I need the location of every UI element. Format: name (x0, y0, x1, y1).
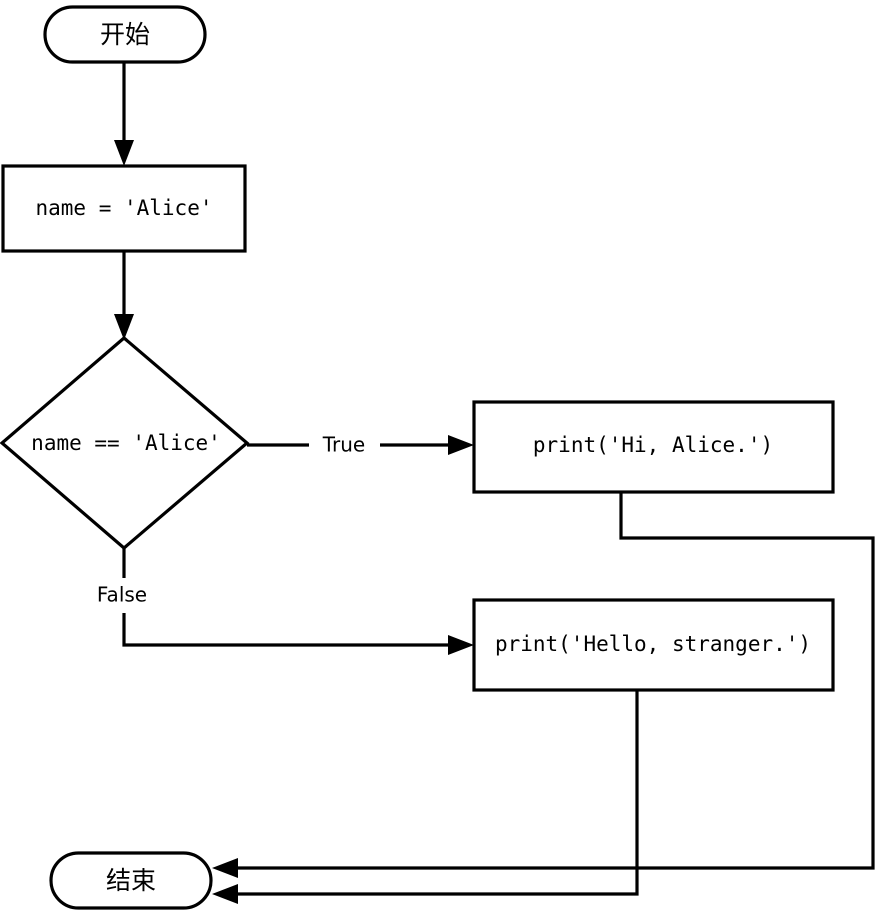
node-print-hello-label: print('Hello, stranger.') (495, 632, 811, 656)
node-print-hi-shape (472, 400, 835, 494)
edge-decision-to-print-hello: False (97, 548, 474, 655)
edge-label-true: True (322, 433, 365, 457)
edge-print-hello-to-end (212, 690, 639, 904)
node-print-hello-shape (472, 598, 835, 692)
node-start[interactable]: 开始 (43, 5, 207, 64)
arrow-head-icon (212, 858, 238, 878)
edge-decision-to-print-hi: True (247, 433, 474, 457)
node-start-shape (43, 5, 207, 64)
arrow-head-icon (448, 435, 474, 455)
node-decision-shape (0, 335, 250, 551)
arrow-head-icon (448, 635, 474, 655)
node-end-shape (49, 851, 213, 910)
edge-line (230, 492, 875, 870)
edge-line (230, 690, 639, 896)
edge-line-lower-segment (122, 613, 456, 647)
node-end-label: 结束 (106, 866, 156, 895)
node-assign-shape (1, 164, 247, 253)
edge-label-false: False (97, 583, 147, 607)
node-start-label: 开始 (100, 20, 150, 49)
node-end[interactable]: 结束 (49, 851, 213, 910)
node-assign[interactable]: name = 'Alice' (1, 164, 247, 253)
node-print-hello[interactable]: print('Hello, stranger.') (472, 598, 835, 692)
edge-print-hi-to-end (212, 492, 875, 878)
node-decision-label: name == 'Alice' (31, 431, 221, 455)
arrow-head-icon (114, 140, 134, 166)
edge-start-to-assign (114, 62, 134, 166)
arrow-head-icon (212, 884, 238, 904)
node-print-hi[interactable]: print('Hi, Alice.') (472, 400, 835, 494)
node-decision[interactable]: name == 'Alice' (0, 335, 250, 551)
edge-assign-to-decision (114, 251, 134, 340)
node-print-hi-label: print('Hi, Alice.') (533, 433, 773, 457)
arrow-head-icon (114, 314, 134, 340)
node-assign-label: name = 'Alice' (35, 196, 212, 220)
